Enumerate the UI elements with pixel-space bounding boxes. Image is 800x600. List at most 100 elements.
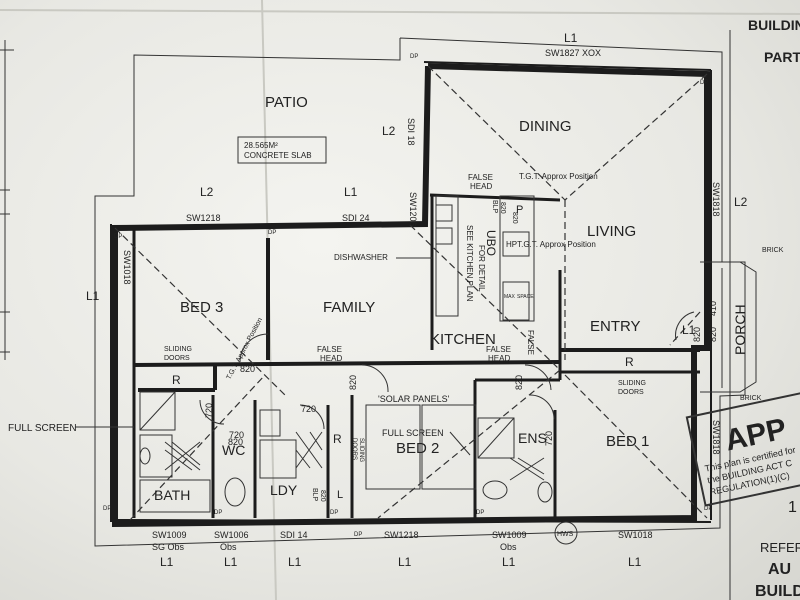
downpipe-label: DP: [354, 532, 362, 538]
sliding-doors-label: SLIDING: [164, 346, 192, 353]
window-label: SDI 18: [406, 118, 416, 146]
door-size: 720: [204, 403, 214, 418]
title-block-line1: BUILDIN: [748, 17, 800, 33]
kitchen-sink-1: [435, 204, 453, 222]
downpipe-label: DP: [700, 80, 708, 86]
laundry-tub: [259, 439, 297, 479]
fixtures: [139, 204, 578, 545]
window-label: SW1009: [152, 530, 187, 540]
downpipe-label: DP: [103, 506, 111, 512]
door-size: 820: [692, 327, 702, 342]
roof-line-label: L2: [734, 195, 748, 209]
window-label: SW1218: [384, 530, 419, 540]
blp-label: BLP: [311, 488, 318, 502]
approval-stamp: APP This plan is certified for the BUILD…: [685, 391, 800, 507]
door-swings: [199, 311, 695, 430]
door-size: 820: [708, 327, 718, 342]
room-family: FAMILY: [323, 299, 375, 316]
room-porch: PORCH: [732, 304, 748, 355]
obscure-glass-label: Obs: [220, 542, 237, 552]
window-label: SW1818: [711, 182, 721, 217]
sliding-doors-label: DOORS: [618, 389, 644, 396]
ens-toilet: [482, 480, 508, 500]
roof-line-label: L1: [502, 555, 516, 569]
downpipe-label: DP: [476, 510, 484, 516]
sliding-doors-label: DOORS: [351, 438, 357, 460]
window-label: SDI 24: [342, 213, 370, 223]
roof-line-label: L1: [86, 289, 100, 303]
tgt-label: T.G.T. Approx Position: [519, 172, 598, 181]
slab-type: CONCRETE SLAB: [244, 151, 312, 160]
robe-label: R: [172, 373, 181, 387]
roof-line-label: L1: [224, 555, 238, 569]
full-screen-label: FULL SCREEN: [382, 428, 444, 438]
bed2-robe-left: [365, 404, 421, 490]
stamp-number: 1: [788, 499, 797, 516]
downpipe-label: DP: [410, 54, 418, 60]
downpipe-label: DP: [704, 506, 712, 512]
external-walls: [110, 61, 712, 528]
room-ldy: LDY: [270, 482, 298, 498]
window-label: SW1206: [408, 192, 418, 227]
false-head-label: HEAD: [470, 182, 492, 191]
room-patio: PATIO: [265, 94, 308, 111]
roof-line-label: L1: [564, 31, 578, 45]
ens-basin: [537, 481, 553, 503]
solar-panels-label: 'SOLAR PANELS': [378, 394, 450, 404]
door-size: 720: [229, 430, 244, 440]
bed2-robe-right: [421, 404, 477, 490]
au-text: AU: [768, 561, 791, 578]
max-space-label: MAX: [504, 294, 516, 300]
pantry-label: P: [516, 204, 523, 216]
window-label: SW1018: [122, 250, 132, 285]
window-label: SW1818: [711, 420, 721, 455]
internal-walls: [132, 193, 700, 518]
downpipe-label: DP: [268, 230, 276, 236]
room-living: LIVING: [587, 223, 636, 240]
false-head-label: FALSE: [317, 345, 342, 354]
max-space-label: SPACE: [517, 294, 534, 300]
roof-line-label: L1: [344, 185, 358, 199]
room-ens: ENS: [518, 430, 547, 446]
room-bed3: BED 3: [180, 299, 223, 316]
door-size: 820: [511, 212, 518, 224]
refer-text: REFER: [760, 540, 800, 555]
brick-label: BRICK: [762, 247, 784, 254]
ubo-label: UBO: [484, 230, 498, 256]
laundry-sink: [259, 409, 281, 437]
roof-line-label: L1: [288, 555, 302, 569]
blp-label: 820: [499, 202, 506, 214]
downpipe-label: DP: [214, 510, 222, 516]
sliding-doors-label: DOORS: [164, 355, 190, 362]
false-head-label: FALSE: [468, 173, 493, 182]
false-head-label: HEAD: [320, 354, 342, 363]
robe-label: R: [333, 432, 342, 446]
door-size: 720: [544, 431, 554, 446]
downpipe-label: DP: [330, 510, 338, 516]
door-size: 820: [240, 364, 255, 374]
linen-label: L: [337, 489, 343, 501]
ens-shower: [477, 417, 515, 459]
left-margin-marks: [0, 40, 134, 428]
bath-vanity: [139, 434, 173, 478]
paper-edge: [0, 9, 800, 15]
hws-circle: [554, 521, 578, 545]
door-size: 410: [708, 301, 718, 316]
roof-line-label: L2: [382, 124, 396, 138]
sliding-doors-label: SLIDING: [618, 380, 646, 387]
building-text: BUILDIN: [755, 583, 800, 600]
room-entry: ENTRY: [590, 318, 641, 335]
full-screen-label: FULL SCREEN: [8, 423, 77, 434]
door-size: 720: [301, 404, 316, 414]
bath-shower: [139, 391, 176, 431]
slab-box: [237, 136, 327, 164]
door-size: 820: [514, 375, 524, 390]
false-head-label: FALSE: [526, 330, 535, 355]
wc-toilet: [224, 477, 246, 507]
kitchen-plan-note: SEE KITCHEN PLAN: [465, 225, 474, 302]
brick-label: BRICK: [740, 395, 762, 402]
roof-line-label: L1: [398, 555, 412, 569]
title-block-line2: PART 3: [764, 49, 800, 65]
roof-line-label: L2: [200, 185, 214, 199]
